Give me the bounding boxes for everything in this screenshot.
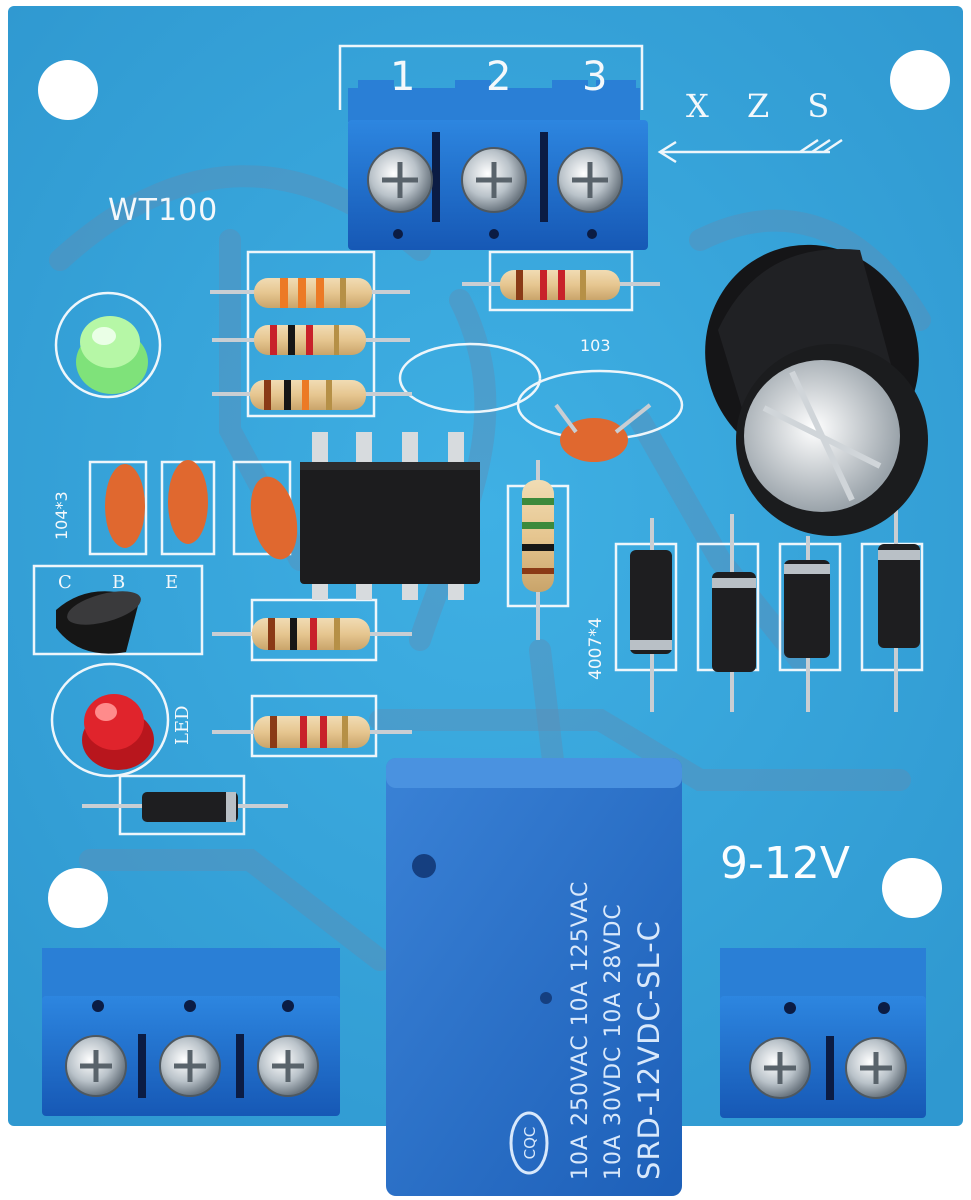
diode-small [82,792,288,822]
terminal-number-3: 3 [582,54,608,100]
resistor-r1 [210,278,410,308]
relay-rating-ac: 10A 250VAC 10A 125VAC [568,880,593,1180]
relay-cert-text: CQC [521,1127,539,1160]
resistor-vertical [522,460,554,640]
resistor-r6 [212,716,412,748]
relay-body [386,758,682,1196]
transistor [56,591,141,654]
terminal-block-load [42,948,340,1116]
probe-terminal-label: X Z S [686,87,844,125]
terminal-block-sensor [348,80,648,250]
led-green [76,316,148,394]
supply-voltage-label: 9-12V [720,838,850,889]
terminal-number-1: 1 [390,54,416,100]
electrolytic-capacitor [705,244,928,536]
ic-ne555 [300,432,480,600]
resistor-r3 [212,380,412,410]
relay-printed-text: 10A 250VAC 10A 125VAC 10A 30VDC 10A 28VD… [568,860,666,1180]
ceramic-capacitors [105,418,628,560]
relay-model: SRD-12VDC-SL-C [632,920,666,1180]
diodes-4007 [630,510,920,712]
relay-cert-mark: CQC [509,1111,549,1175]
terminal-number-2: 2 [486,54,512,100]
terminal-block-power [720,948,926,1118]
transistor-pin-c: C [58,572,72,593]
board-model-label: WT100 [108,193,219,228]
resistor-r2 [212,325,410,355]
led-label: LED [172,705,193,745]
capacitor-array-label: 104*3 [52,491,71,540]
diode-array-label: 4007*4 [586,617,606,680]
resistor-r5 [212,618,412,650]
mounting-holes [38,50,950,928]
transistor-pin-e: E [165,572,179,593]
resistor-r4 [462,270,660,300]
resistors [210,270,660,748]
transistor-pin-b: B [112,572,126,593]
led-red [82,694,154,770]
relay-rating-dc: 10A 30VDC 10A 28VDC [601,903,626,1180]
capacitor-code-label: 103 [580,336,611,355]
